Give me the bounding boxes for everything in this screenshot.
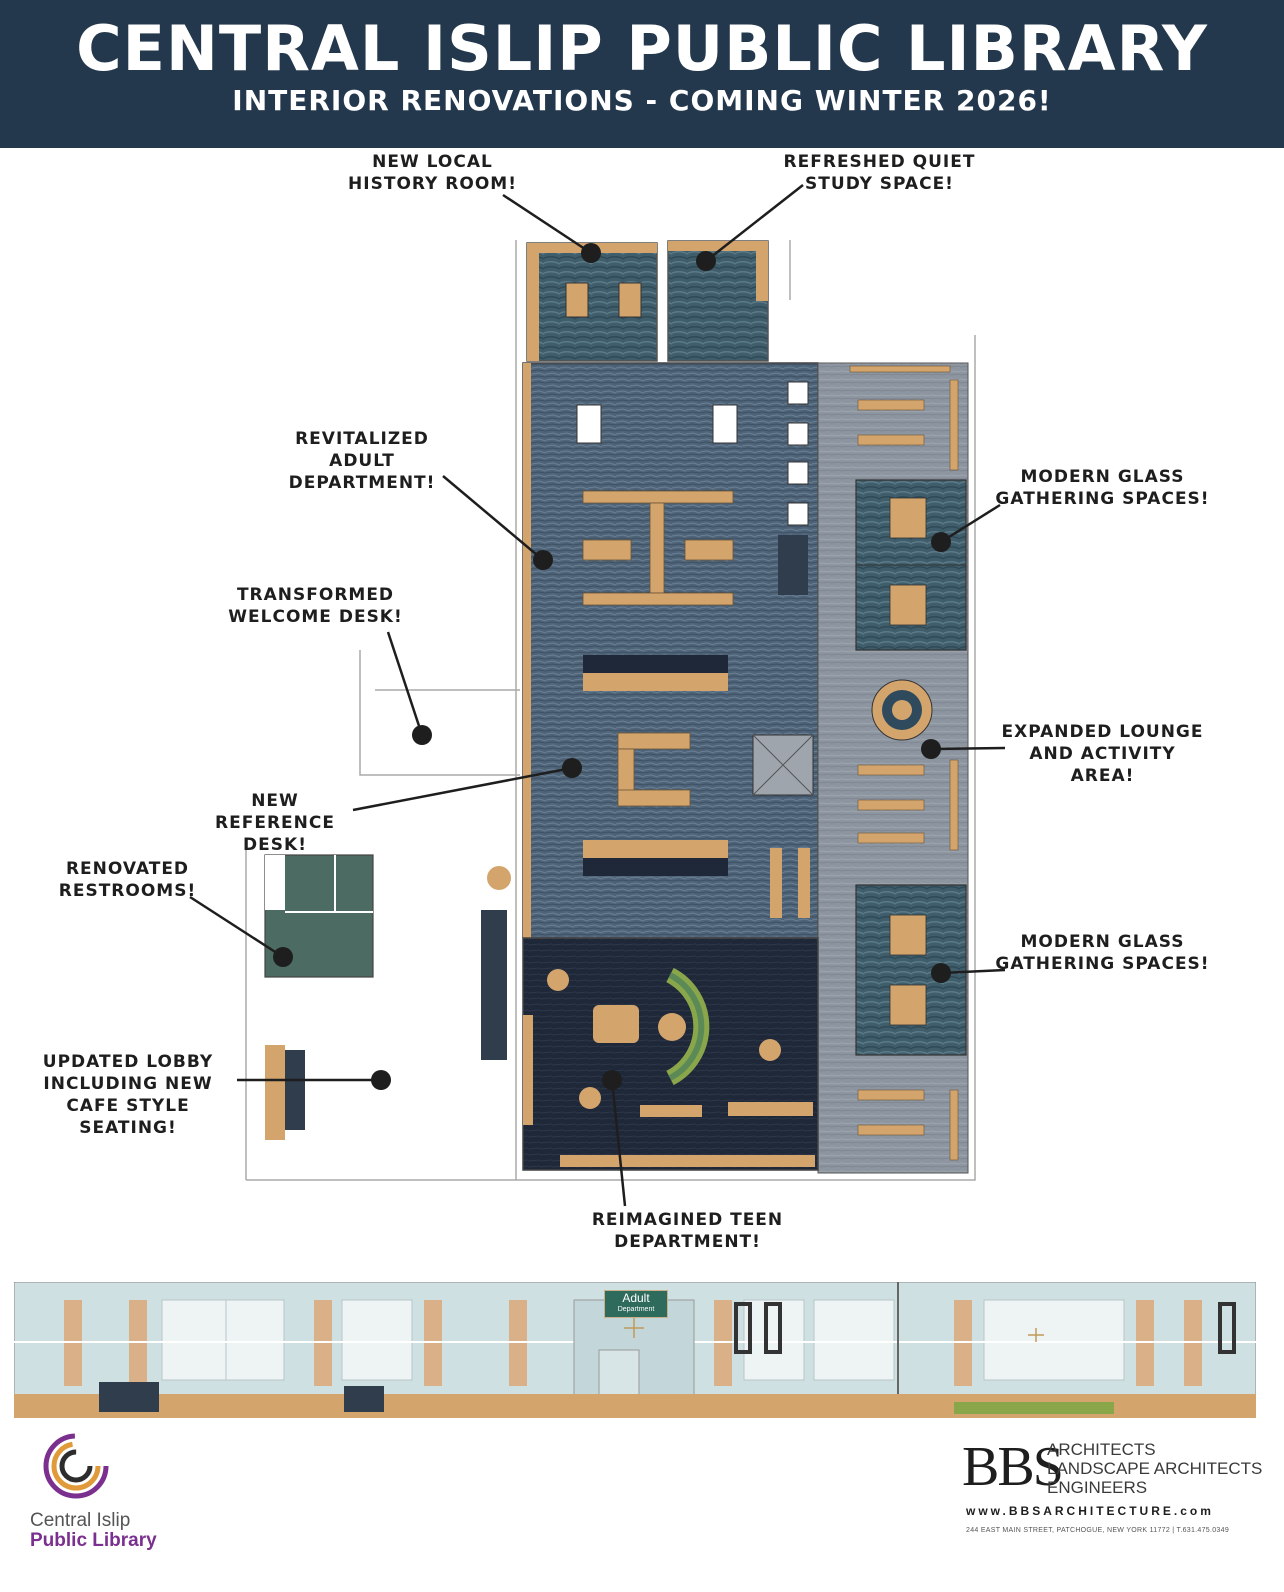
lounge-seating — [871, 679, 933, 741]
library-logo-icon — [43, 1433, 109, 1499]
reference-desk — [617, 732, 691, 807]
adult-shelving — [582, 490, 734, 606]
adult-department-sign: Adult Department — [604, 1290, 668, 1318]
building-outline — [245, 240, 976, 1181]
corridor-shelving — [849, 365, 959, 1161]
library-name-line2: Public Library — [30, 1530, 157, 1551]
library-name-line1: Central Islip — [30, 1510, 131, 1531]
computer-counters — [583, 655, 728, 876]
quiet-study-room — [667, 240, 769, 362]
page-subtitle: INTERIOR RENOVATIONS - COMING WINTER 202… — [232, 84, 1052, 117]
floor-plan — [189, 184, 1006, 1207]
lobby-cafe-seating — [265, 866, 511, 1140]
callout-dots — [273, 243, 951, 1090]
bbs-website: www.BBSARCHITECTURE.com — [966, 1504, 1214, 1518]
bbs-address: 244 EAST MAIN STREET, PATCHOGUE, NEW YOR… — [966, 1527, 1230, 1534]
bbs-logo: BBS — [962, 1436, 1064, 1498]
callout-leaders — [189, 184, 1006, 1207]
teen-furniture — [523, 967, 815, 1167]
bbs-line-3: ENGINEERS — [1047, 1478, 1148, 1497]
header-banner: CENTRAL ISLIP PUBLIC LIBRARY INTERIOR RE… — [0, 0, 1284, 148]
bbs-line-1: ARCHITECTS — [1047, 1440, 1156, 1459]
bbs-line-2: LANDSCAPE ARCHITECTS — [1047, 1459, 1263, 1478]
page-title: CENTRAL ISLIP PUBLIC LIBRARY — [76, 12, 1208, 85]
